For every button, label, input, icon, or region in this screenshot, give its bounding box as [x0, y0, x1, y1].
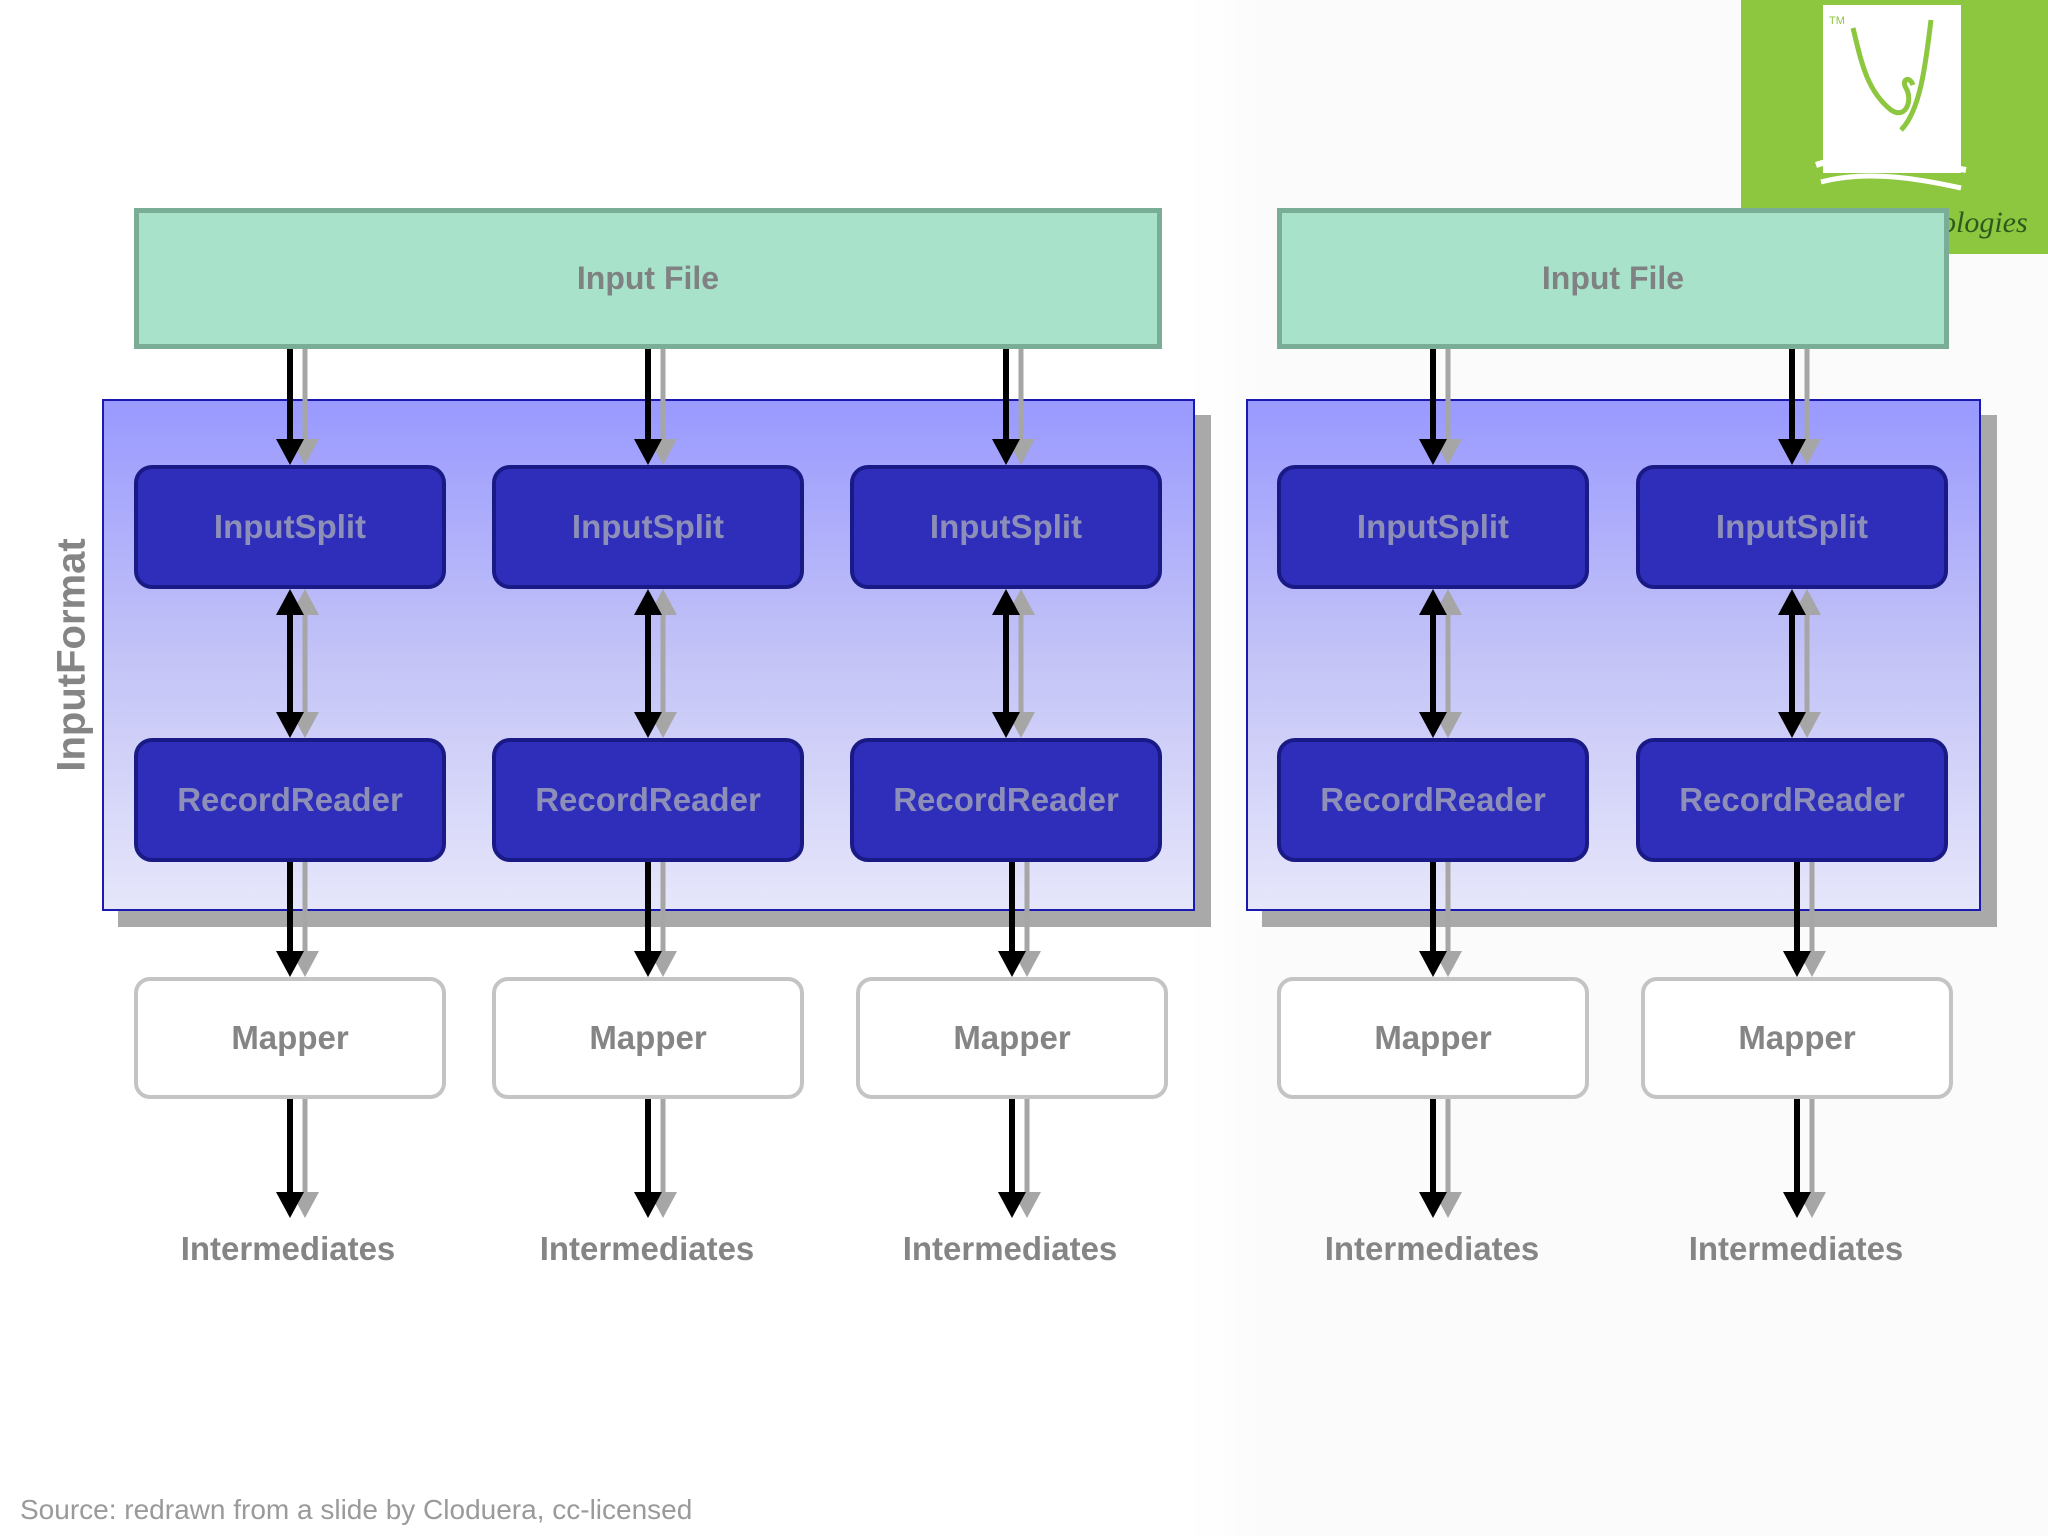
record-reader: RecordReader	[492, 738, 804, 862]
arrow-head	[1783, 1192, 1811, 1218]
arrow-head	[1419, 1192, 1447, 1218]
arrow-head	[1419, 439, 1447, 465]
arrow-head	[998, 1192, 1026, 1218]
logo-card	[1823, 5, 1961, 173]
arrow-head	[634, 712, 662, 738]
input-file-1: Input File	[134, 208, 1162, 349]
arrow-head	[998, 951, 1026, 977]
input-split: InputSplit	[134, 465, 446, 589]
record-reader: RecordReader	[850, 738, 1162, 862]
record-reader: RecordReader	[1277, 738, 1589, 862]
input-split: InputSplit	[492, 465, 804, 589]
arrow-head	[1778, 712, 1806, 738]
intermediates-label: Intermediates	[180, 1230, 396, 1267]
arrow-head	[1419, 712, 1447, 738]
input-split: InputSplit	[1636, 465, 1948, 589]
input-split: InputSplit	[850, 465, 1162, 589]
svg-text:TM: TM	[1829, 15, 1845, 27]
arrow-head	[992, 712, 1020, 738]
arrow-head	[1778, 589, 1806, 615]
arrow-head	[992, 589, 1020, 615]
intermediates-label: Intermediates	[539, 1230, 755, 1267]
arrow-head	[1778, 439, 1806, 465]
record-reader: RecordReader	[1636, 738, 1948, 862]
mapper: Mapper	[492, 977, 804, 1099]
mapper: Mapper	[1277, 977, 1589, 1099]
arrow-head	[1783, 951, 1811, 977]
arrow-head	[1419, 589, 1447, 615]
arrow-head	[1419, 951, 1447, 977]
logo-mark-icon: TM	[1815, 15, 1967, 191]
arrow-head	[634, 439, 662, 465]
record-reader: RecordReader	[134, 738, 446, 862]
source-note: Source: redrawn from a slide by Cloduera…	[20, 1494, 693, 1525]
mapper: Mapper	[1641, 977, 1953, 1099]
arrow-head	[276, 951, 304, 977]
input-file-2: Input File	[1277, 208, 1949, 349]
arrow-head	[634, 1192, 662, 1218]
intermediates-label: Intermediates	[1324, 1230, 1540, 1267]
arrow-head	[634, 589, 662, 615]
mapper: Mapper	[134, 977, 446, 1099]
arrow-head	[276, 589, 304, 615]
arrow-head	[276, 439, 304, 465]
logo-text: ologies	[1941, 206, 2028, 239]
input-split: InputSplit	[1277, 465, 1589, 589]
arrow-head	[276, 1192, 304, 1218]
arrow-head	[276, 712, 304, 738]
intermediates-label: Intermediates	[902, 1230, 1118, 1267]
arrow-head	[634, 951, 662, 977]
intermediates-label: Intermediates	[1688, 1230, 1904, 1267]
arrow-head	[992, 439, 1020, 465]
mapper: Mapper	[856, 977, 1168, 1099]
